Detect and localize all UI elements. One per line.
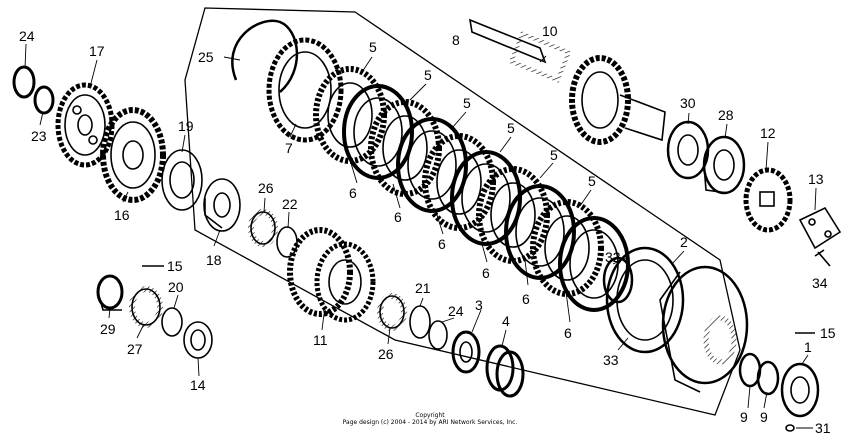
- sprocket-12-part: [743, 167, 793, 233]
- spring-4-part: [485, 344, 525, 398]
- spacer-9b-part: [756, 360, 780, 396]
- callout-6d: 6: [482, 265, 490, 281]
- callout-2: 2: [680, 234, 688, 250]
- callout-8: 8: [452, 32, 460, 48]
- callout-3: 3: [475, 297, 483, 313]
- washer-19-inner: [169, 161, 195, 199]
- callout-25: 25: [198, 49, 214, 65]
- nut-1-part: [780, 362, 820, 418]
- callout-6b: 6: [394, 209, 402, 225]
- callout-24a: 24: [19, 28, 35, 44]
- callout-5c: 5: [463, 95, 471, 111]
- callout-33: 33: [603, 352, 619, 368]
- clutch-hub-33-part: [605, 246, 685, 354]
- callout-6e: 6: [522, 291, 530, 307]
- callout-23: 23: [31, 128, 47, 144]
- copyright-notice: Copyright Page design (c) 2004 - 2014 by…: [330, 412, 530, 426]
- copyright-line-1: Copyright: [415, 412, 445, 419]
- collar-14-part: [183, 321, 213, 359]
- copyright-line-2: Page design (c) 2004 - 2014 by ARI Netwo…: [342, 419, 518, 426]
- seal-30-part: [666, 120, 710, 180]
- parts: [12, 18, 842, 432]
- ring-23-part: [33, 85, 55, 115]
- callout-5d: 5: [507, 120, 515, 136]
- callout-21: 21: [415, 280, 431, 296]
- bolt-34-part: [814, 249, 831, 267]
- washer-22-part: [276, 226, 298, 258]
- callout-20: 20: [168, 279, 184, 295]
- callout-9b: 9: [760, 409, 768, 425]
- bearing-26a-part: [248, 209, 278, 247]
- callout-5e: 5: [550, 147, 558, 163]
- clutch-outer-2-part: [659, 265, 749, 393]
- gear-16-part: [100, 107, 166, 203]
- callout-6f: 6: [564, 325, 572, 341]
- bearing-26b-part: [377, 293, 407, 331]
- washer-24b-part: [428, 320, 448, 350]
- callout-4: 4: [502, 313, 510, 329]
- callout-30: 30: [680, 95, 696, 111]
- bearing-28-part: [702, 135, 746, 195]
- washer-21-part: [409, 305, 431, 339]
- callout-6c: 6: [438, 236, 446, 252]
- callout-29: 29: [100, 321, 116, 337]
- callout-28: 28: [718, 107, 734, 123]
- washer-20-part: [161, 307, 183, 337]
- shaft-10-part: [468, 18, 666, 145]
- callout-6a: 6: [349, 185, 357, 201]
- collar-18-part: [203, 178, 241, 232]
- callout-5a: 5: [369, 39, 377, 55]
- callout-22: 22: [282, 196, 298, 212]
- callouts: 24 23 17 16 19 18 26 22 25 7 5 5 5 5 5 5…: [19, 23, 836, 436]
- callout-5f: 5: [588, 173, 596, 189]
- callout-17: 17: [89, 43, 105, 59]
- gear-11-part: [287, 227, 376, 323]
- callout-26b: 26: [378, 346, 394, 362]
- callout-24b: 24: [448, 303, 464, 319]
- washer-3-part: [451, 330, 481, 374]
- bearing-27-part: [129, 286, 163, 328]
- callout-31: 31: [815, 420, 831, 436]
- oring-32-part: [602, 256, 634, 304]
- washer-19-part: [161, 149, 203, 211]
- plate-7-part: [266, 37, 344, 143]
- callout-13: 13: [808, 171, 824, 187]
- callout-7: 7: [285, 140, 293, 156]
- callout-26a: 26: [258, 180, 274, 196]
- callout-1: 1: [804, 339, 812, 355]
- callout-16: 16: [114, 207, 130, 223]
- callout-19: 19: [178, 118, 194, 134]
- bushing-29-part: [96, 274, 124, 311]
- callout-15a: 15: [167, 258, 183, 274]
- callout-27: 27: [127, 341, 143, 357]
- clip-31-part: [785, 424, 795, 432]
- callout-18: 18: [206, 252, 222, 268]
- leader-lines: [24, 43, 817, 429]
- callout-34: 34: [812, 275, 828, 291]
- ring-24-part: [12, 65, 36, 99]
- plate-13-part: [798, 206, 842, 250]
- callout-10: 10: [542, 23, 558, 39]
- callout-5b: 5: [424, 67, 432, 83]
- disc-stack: [313, 66, 630, 312]
- callout-11: 11: [313, 332, 328, 348]
- callout-15b: 15: [820, 325, 836, 341]
- callout-32: 32: [605, 249, 621, 265]
- callout-9a: 9: [740, 409, 748, 425]
- callout-14: 14: [190, 377, 206, 393]
- assembly-frame: [184, 7, 741, 416]
- circlip-25-part: [231, 19, 299, 93]
- callout-12: 12: [760, 125, 776, 141]
